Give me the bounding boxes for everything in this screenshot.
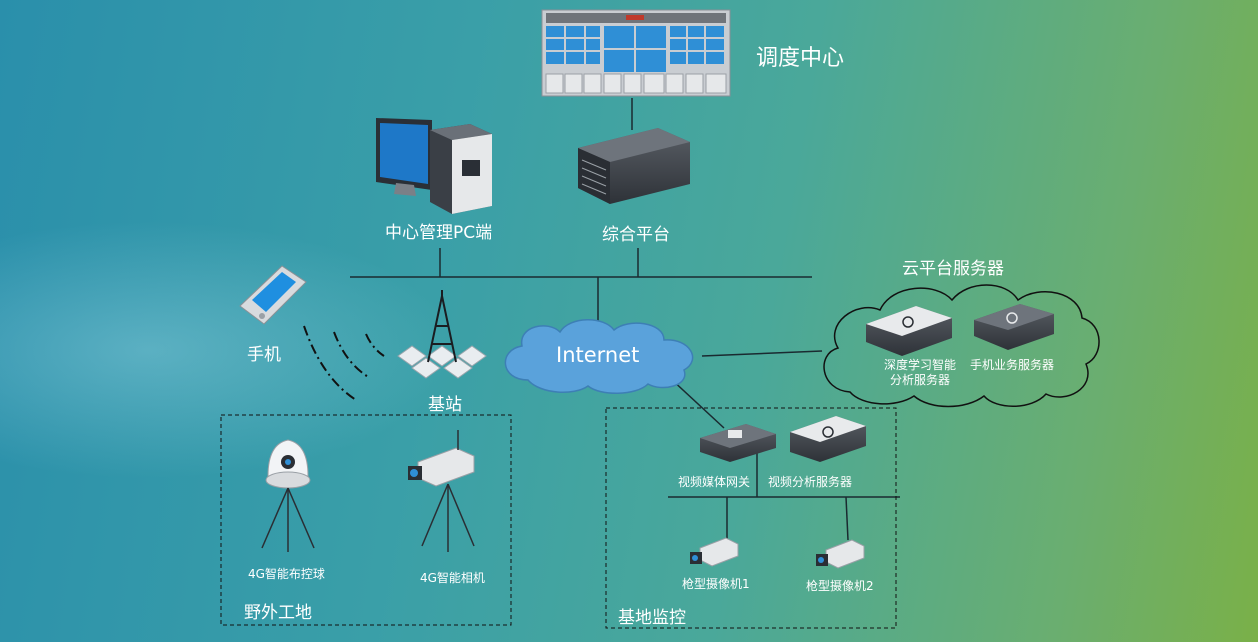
video-analysis-server-icon <box>790 416 866 462</box>
internet-cloud-icon <box>504 319 694 394</box>
platform-server-icon <box>578 128 690 204</box>
ai-server-label-line1: 深度学习智能 <box>884 358 957 372</box>
camera2-label: 枪型摄像机2 <box>806 579 874 593</box>
field-site-frame <box>220 414 512 626</box>
internet-label: Internet <box>556 343 640 367</box>
analysis-server-label: 视频分析服务器 <box>768 475 853 489</box>
camera1-label: 枪型摄像机1 <box>682 577 750 591</box>
dome-camera-icon <box>261 439 315 552</box>
mobile-service-server-icon <box>974 304 1054 350</box>
gateway-label: 视频媒体网关 <box>678 475 751 489</box>
base-monitoring-frame <box>605 407 897 629</box>
platform-label: 综合平台 <box>602 225 670 245</box>
phone-label: 手机 <box>247 345 281 365</box>
field-site-title: 野外工地 <box>244 603 312 623</box>
smart-camera-icon <box>408 430 475 552</box>
dome-camera-label: 4G智能布控球 <box>248 567 325 581</box>
mgmt-pc-label: 中心管理PC端 <box>385 223 493 243</box>
cloud-title-label: 云平台服务器 <box>902 259 1004 279</box>
ai-server-label-line2: 分析服务器 <box>890 373 951 387</box>
bullet-camera-2-icon <box>816 539 865 569</box>
base-monitoring-title: 基地监控 <box>618 608 686 628</box>
base-station-label: 基站 <box>428 395 462 415</box>
background-glow <box>0 220 460 480</box>
bullet-camera-1-icon <box>690 537 739 567</box>
video-wall-icon <box>541 9 731 97</box>
ai-analysis-server-icon <box>866 306 952 356</box>
mobile-server-label: 手机业务服务器 <box>970 358 1055 372</box>
dispatch-center-label: 调度中心 <box>756 46 845 71</box>
smart-camera-label: 4G智能相机 <box>420 571 485 585</box>
cloud-platform-icon <box>823 284 1100 408</box>
base-station-icon <box>397 290 487 379</box>
wireless-signal-icon <box>303 325 385 401</box>
desktop-pc-icon <box>376 118 492 214</box>
media-gateway-icon <box>700 424 776 462</box>
mobile-phone-icon <box>239 265 307 325</box>
